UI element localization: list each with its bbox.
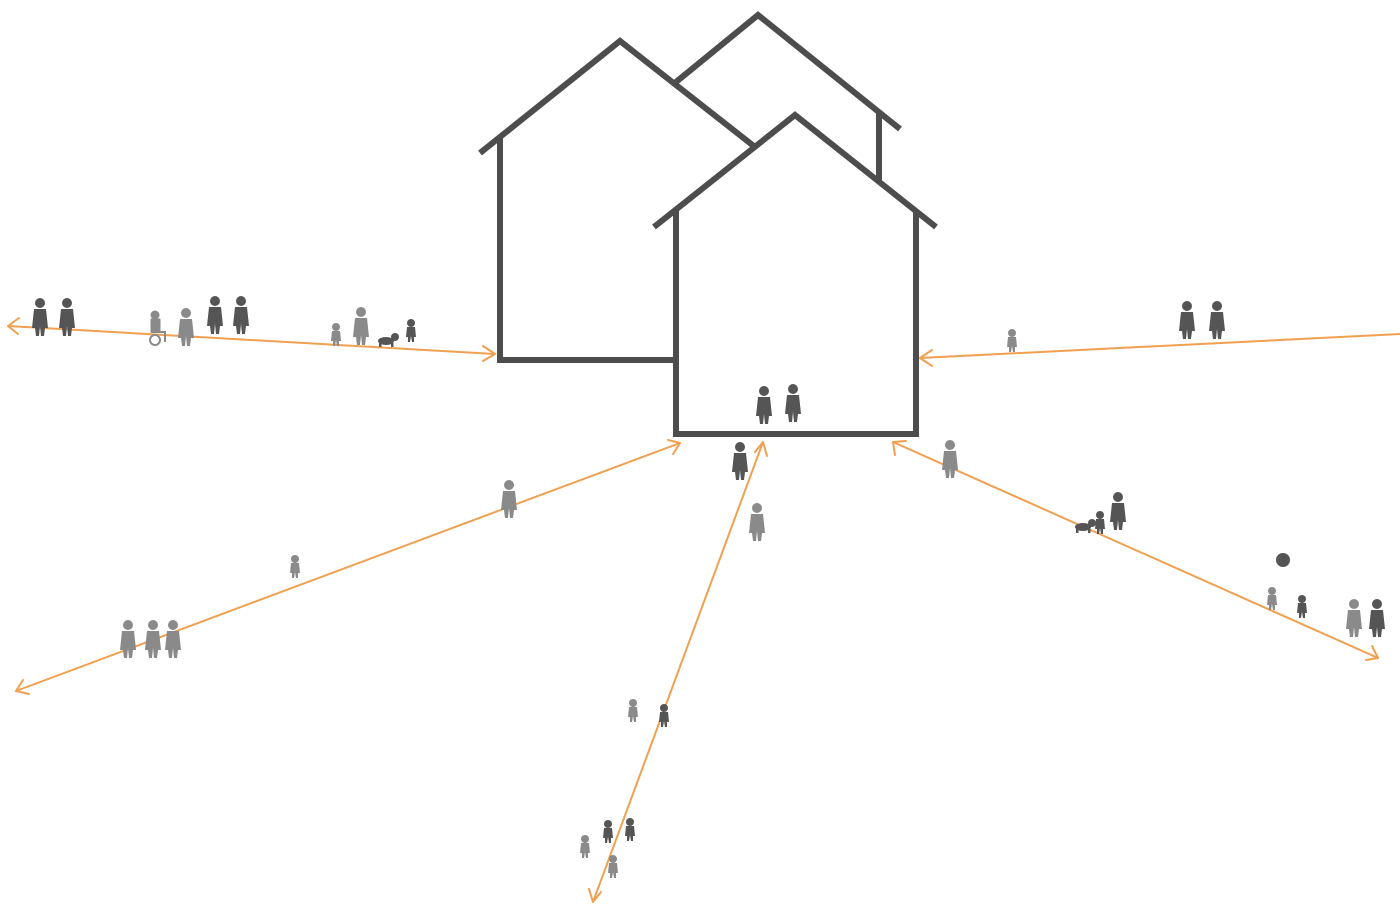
arrow-right-top [920,334,1400,366]
person-silhouette-icon [942,440,958,478]
person-silhouette-icon [1346,599,1362,637]
person-silhouette-icon [178,308,194,346]
house-outline-icon [500,138,676,360]
person-silhouette-icon [207,296,223,334]
arrow-left-top [8,318,495,361]
crawling-baby-icon [378,333,399,347]
child-silhouette-icon [608,855,618,878]
child-silhouette-icon [625,818,635,841]
person-silhouette-icon [32,298,48,336]
child-silhouette-icon [406,319,416,342]
child-silhouette-icon [1267,587,1277,610]
child-silhouette-icon [331,323,341,346]
arrow-left-bottom [16,440,680,694]
house-outline-icon [480,41,755,153]
person-silhouette-icon [501,480,517,518]
houses-group [480,15,936,434]
person-silhouette-icon [1179,301,1195,339]
arrows-group [8,318,1400,902]
child-silhouette-icon [603,820,613,843]
child-silhouette-icon [1007,329,1017,352]
child-silhouette-icon [1095,511,1105,534]
house-outline-icon [654,115,936,227]
child-silhouette-icon [659,704,669,727]
person-silhouette-icon [732,442,748,480]
child-silhouette-icon [1297,595,1307,618]
person-silhouette-icon [165,620,181,658]
person-silhouette-icon [233,296,249,334]
balloon-icon [1276,553,1290,567]
person-silhouette-icon [353,307,369,345]
wheelchair-person-icon [150,311,165,345]
person-silhouette-icon [1369,599,1385,637]
person-silhouette-icon [785,384,801,422]
person-silhouette-icon [1209,301,1225,339]
person-silhouette-icon [749,503,765,541]
child-silhouette-icon [628,699,638,722]
arrow-right-bottom [893,441,1378,660]
child-silhouette-icon [580,835,590,858]
person-silhouette-icon [756,386,772,424]
child-silhouette-icon [290,555,300,578]
person-silhouette-icon [145,620,161,658]
person-silhouette-icon [1110,492,1126,530]
arrow-center-down [589,442,767,902]
